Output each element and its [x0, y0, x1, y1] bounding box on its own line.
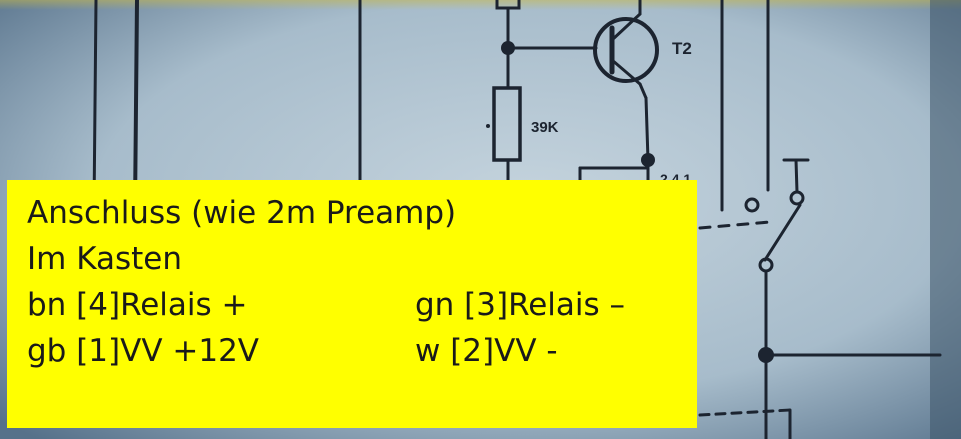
- connection-note: Anschluss (wie 2m Preamp) Im Kasten bn […: [7, 180, 697, 428]
- note-row-2-left: gb [1]VV +12V: [27, 333, 260, 369]
- note-row-1: bn [4]Relais + gn [3]Relais –: [27, 282, 697, 328]
- note-row-1-left: bn [4]Relais +: [27, 287, 248, 323]
- note-title: Anschluss (wie 2m Preamp): [27, 195, 457, 231]
- note-row-2: gb [1]VV +12V w [2]VV -: [27, 328, 697, 374]
- transistor-label: T2: [672, 39, 692, 58]
- note-row-2-right: w [2]VV -: [415, 333, 558, 369]
- resistor-label: 39K: [531, 119, 559, 136]
- note-row-1-right: gn [3]Relais –: [415, 287, 626, 323]
- note-subtitle: Im Kasten: [27, 241, 182, 277]
